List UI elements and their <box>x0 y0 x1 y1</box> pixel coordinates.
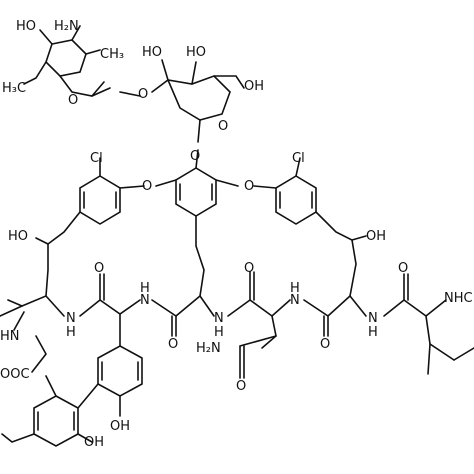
sugar-ring-oxygen-label: O <box>68 93 78 108</box>
ooc-left-label: OOC <box>0 367 30 382</box>
amide-h-3-label: H <box>214 325 224 340</box>
amide-n-3-label: N <box>214 311 224 326</box>
amide-h-5-label: H <box>368 325 378 340</box>
amide-n-5-label: N <box>368 311 378 326</box>
glucose-ring-oxygen-label: O <box>218 119 228 134</box>
hydroxyl-right-label: OH <box>366 229 386 244</box>
glycosidic-oxygen-label: O <box>138 87 148 102</box>
sugar-ch3-label: CH₃ <box>100 47 124 62</box>
nhc-right-label: NHC <box>444 291 473 306</box>
ether-oxygen-right-label: O <box>244 179 254 194</box>
asparagine-h2n-label: H₂N <box>196 341 221 356</box>
sugar-ho-label: HO <box>16 19 36 34</box>
phenol-oxygen-label: O <box>190 149 200 164</box>
carbonyl-oxygen-3-label: O <box>244 261 254 276</box>
amide-h-2-label: H <box>140 281 150 296</box>
carbonyl-oxygen-2-label: O <box>168 337 178 352</box>
glucose-oh-label: OH <box>244 79 264 94</box>
amide-n-4-label: N <box>290 293 300 308</box>
glucose-ho-left-label: HO <box>142 45 162 60</box>
asparagine-oxygen-label: O <box>236 379 246 394</box>
ether-oxygen-left-label: O <box>142 179 152 194</box>
amide-n-2-label: N <box>140 293 150 308</box>
amide-h-4-label: H <box>290 281 300 296</box>
chlorine-right-label: Cl <box>292 151 305 166</box>
sugar-h3c-label: H₃C <box>2 81 26 96</box>
sugar-h2n-label: H₂N <box>54 19 79 34</box>
hydroxyl-left-label: HO <box>8 229 28 244</box>
glucose-ho-right-label: HO <box>186 45 206 60</box>
carbonyl-oxygen-1-label: O <box>94 261 104 276</box>
hydroxyl-bottom-1-label: OH <box>84 435 104 450</box>
chlorine-left-label: Cl <box>90 151 103 166</box>
hn-left-label: HN <box>0 329 20 344</box>
carbonyl-oxygen-5-label: O <box>398 261 408 276</box>
carbonyl-oxygen-4-label: O <box>320 337 330 352</box>
hydroxyl-bottom-2-label: OH <box>110 419 130 434</box>
amide-h-1-label: H <box>66 325 76 340</box>
amide-n-1-label: N​ <box>66 311 76 326</box>
bond-lines <box>0 25 474 447</box>
atom-labels: HO H₂N CH₃ H₃C O O HO HO OH O O Cl Cl O … <box>0 19 473 450</box>
